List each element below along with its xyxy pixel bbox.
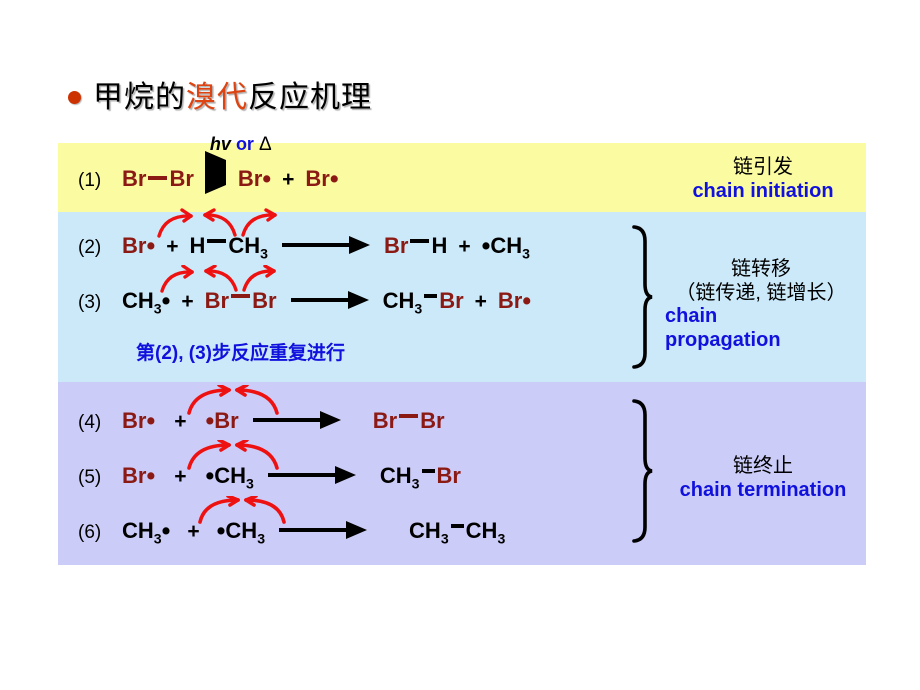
bullet-icon (68, 90, 81, 104)
reaction-arrow-1: hv or Δ (204, 134, 272, 194)
plus-sign: + (174, 410, 187, 433)
label-chain-propagation: 链转移 （链传递, 链增长） chain propagation (655, 258, 867, 352)
condition-hv: hv (209, 134, 231, 154)
condition-delta: Δ (258, 134, 272, 155)
condition-or: or (235, 134, 254, 154)
arrow-condition-label: hv or Δ (210, 134, 272, 156)
reactant-methyl-radical-5: •CH3 (205, 462, 254, 492)
step-number-2: (2) (78, 237, 102, 258)
step-number-3: (3) (78, 292, 102, 313)
label-termination-cn: 链终止 (733, 455, 793, 477)
bond-line (148, 176, 168, 180)
band-chain-propagation (58, 212, 866, 382)
step-number-1: (1) (78, 170, 102, 191)
step-number-4: (4) (78, 412, 102, 433)
reactant-br-radical-4a: Br• (122, 407, 156, 436)
product-methyl-radical-2: •CH3 (481, 232, 530, 262)
label-initiation-en: chain initiation (692, 179, 834, 202)
reactant-methyl-radical-6a: CH3• (122, 517, 171, 547)
plus-sign: + (174, 465, 187, 488)
brace-termination (632, 399, 653, 543)
arrow-head (204, 151, 226, 194)
page-title: 甲烷的溴代反应机理 (68, 72, 372, 116)
arrow-head (334, 466, 356, 484)
label-propagation-en-line1: chain (665, 305, 718, 328)
step-number-6: (6) (78, 522, 102, 543)
arrow-shaft (279, 528, 348, 532)
arrow-shaft (282, 243, 350, 247)
arrow-shaft (267, 473, 336, 477)
reactant-br-radical-5: Br• (122, 462, 156, 491)
product-br-radical-3: Br• (497, 287, 532, 316)
plus-sign: + (282, 168, 295, 191)
arrow-shaft (290, 298, 349, 302)
label-chain-initiation: 链引发 chain initiation (663, 156, 863, 203)
arrow-head (349, 236, 370, 254)
label-propagation-en-line2: propagation (665, 328, 781, 351)
brace-propagation (632, 225, 653, 369)
reactant-br-radical-4b: •Br (205, 407, 239, 436)
plus-sign: + (187, 520, 200, 543)
plus-sign: + (458, 235, 471, 258)
plus-sign: + (166, 235, 179, 258)
product-br-radical-1b: Br• (305, 165, 339, 194)
reaction-arrow-5 (267, 466, 356, 484)
label-propagation-cn: 链转移 (731, 258, 791, 280)
arrow-head (319, 411, 341, 429)
reaction-row-1: (1) Br Br hv or Δ Br• + Br• (78, 134, 339, 194)
label-initiation-cn: 链引发 (733, 156, 793, 178)
title-prefix: 甲烷的 (93, 81, 186, 114)
label-chain-termination: 链终止 chain termination (663, 455, 863, 502)
step-number-5: (5) (78, 467, 102, 488)
title-suffix: 反应机理 (248, 81, 372, 114)
plus-sign: + (474, 290, 487, 313)
reaction-arrow-2 (282, 236, 370, 254)
label-termination-en: chain termination (679, 478, 847, 501)
reactant-br-1b: Br (169, 166, 194, 191)
arrow-head (346, 521, 368, 539)
repeat-steps-note: 第(2), (3)步反应重复进行 (136, 343, 346, 364)
reactant-br-radical-2: Br• (122, 232, 156, 261)
reactant-methyl-radical-3: CH3• (122, 287, 171, 317)
title-highlight: 溴代 (186, 81, 248, 114)
reactant-br-1a: Br (122, 166, 147, 191)
reaction-arrow-4 (252, 411, 341, 429)
reaction-arrow-6 (279, 521, 368, 539)
page-title-text: 甲烷的溴代反应机理 (93, 72, 372, 116)
arrow-head (347, 291, 369, 309)
reactant-methyl-radical-6b: •CH3 (216, 517, 266, 547)
product-br-radical-1a: Br• (237, 165, 272, 194)
plus-sign: + (181, 290, 194, 313)
reaction-arrow-3 (290, 291, 369, 309)
band-chain-initiation (58, 143, 866, 212)
arrow-shaft (252, 418, 321, 422)
label-propagation-cn-alt: （链传递, 链增长） (675, 281, 847, 304)
